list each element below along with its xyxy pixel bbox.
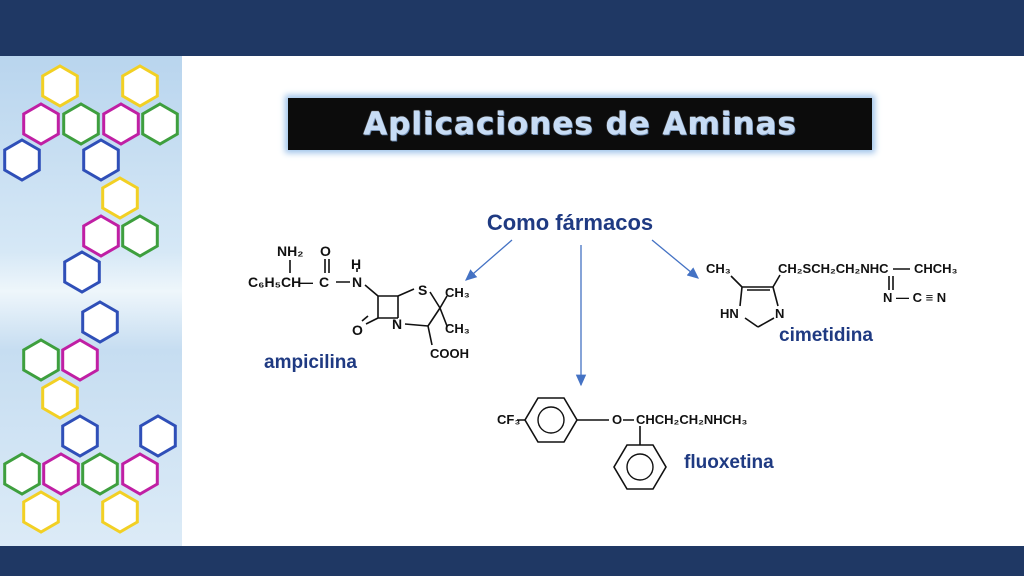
cim-bonds <box>730 268 910 328</box>
hexagon-decoration <box>121 452 159 496</box>
cimetidina-structure: CH₃ CH₂SCH₂CH₂NHC CHCH₃ N — C ≡ N HN N <box>706 261 958 328</box>
flx-bonds <box>517 419 641 445</box>
slide-title: Aplicaciones de Aminas <box>363 106 797 142</box>
flx-ring-1 <box>524 397 578 443</box>
amp-ch3-a: CH₃ <box>445 285 470 300</box>
flx-cf3: CF₃ <box>497 412 520 427</box>
subtitle: Como fármacos <box>486 210 654 235</box>
amp-sulfur: S <box>418 282 427 298</box>
hexagon-decoration <box>121 214 159 258</box>
hexagon-decoration <box>141 102 179 146</box>
hexagon-decoration <box>3 452 41 496</box>
hexagon-pattern <box>3 64 179 534</box>
cim-cyano: N — C ≡ N <box>883 290 946 305</box>
hexagon-decoration <box>101 490 139 534</box>
cim-hn: HN <box>720 306 739 321</box>
fluoxetina-label: fluoxetina <box>684 452 774 473</box>
arrow-to-cimetidina <box>651 239 700 279</box>
amp-carbon: C <box>319 274 329 290</box>
amp-carbonyl-o: O <box>352 322 363 338</box>
amp-oxygen: O <box>320 243 331 259</box>
cim-ch3: CH₃ <box>706 261 731 276</box>
amp-cooh: COOH <box>430 346 469 361</box>
hexagon-decoration <box>22 102 60 146</box>
amp-ch3-b: CH₃ <box>445 321 470 336</box>
amp-nitrogen: N <box>352 274 362 290</box>
hexagon-decoration <box>61 414 99 458</box>
amp-c6h5ch: C₆H₅CH <box>248 274 301 290</box>
hexagon-decoration <box>121 64 159 108</box>
amp-nh2: NH₂ <box>277 243 303 259</box>
arrow-to-ampicilina <box>465 239 513 281</box>
amp-dash: — <box>299 274 313 290</box>
hexagon-decoration <box>81 452 119 496</box>
hexagon-decoration <box>22 490 60 534</box>
cim-chain: CH₂SCH₂CH₂NHC <box>778 261 889 276</box>
hexagon-decoration <box>81 300 119 344</box>
title-banner: Aplicaciones de Aminas <box>288 98 872 150</box>
hexagon-decoration <box>82 214 120 258</box>
flx-ring-1-aromatic <box>537 406 565 434</box>
hexagon-decoration <box>139 414 177 458</box>
ampicilina-structure: NH₂ O H C₆H₅CH — C N S CH₃ CH₃ N O COOH <box>248 243 470 361</box>
hexagon-decoration <box>42 452 80 496</box>
hexagon-decoration <box>82 138 120 182</box>
hexagon-decoration <box>41 376 79 420</box>
flx-oxygen: O <box>612 412 622 427</box>
hexagon-decoration <box>102 102 140 146</box>
amp-bonds <box>289 259 448 346</box>
flx-ring-2 <box>613 444 667 490</box>
amp-ring-nitrogen: N <box>392 316 402 332</box>
cim-ring-n: N <box>775 306 784 321</box>
flx-ring-2-aromatic <box>626 453 654 481</box>
ampicilina-label: ampicilina <box>264 352 357 373</box>
amp-hydrogen: H <box>351 256 361 272</box>
hexagon-decoration <box>62 102 100 146</box>
flx-chain: CHCH₂CH₂NHCH₃ <box>636 412 747 427</box>
cim-chch3: CHCH₃ <box>914 261 958 276</box>
hexagon-decoration <box>41 64 79 108</box>
decorative-side-panel <box>0 56 182 546</box>
top-bar <box>0 0 1024 56</box>
hexagon-decoration <box>63 250 101 294</box>
hexagon-decoration <box>61 338 99 382</box>
bottom-bar <box>0 546 1024 576</box>
fluoxetina-structure: CF₃ O CHCH₂CH₂NHCH₃ <box>497 397 747 490</box>
hexagon-decoration <box>22 338 60 382</box>
cimetidina-label: cimetidina <box>779 325 873 346</box>
hexagon-decoration <box>101 176 139 220</box>
hexagon-decoration <box>3 138 41 182</box>
